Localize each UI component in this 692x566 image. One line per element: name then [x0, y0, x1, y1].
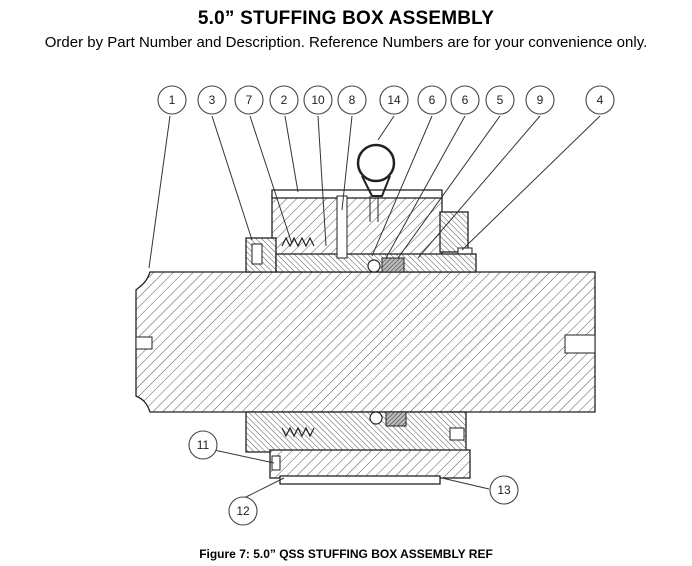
bolt-block-upper: [439, 211, 469, 253]
split-collar-upper: [271, 195, 443, 259]
callout-11: 11: [188, 430, 218, 460]
callout-5-label: 5: [497, 93, 504, 107]
callout-14: 14: [379, 85, 409, 115]
callout-6b: 6: [450, 85, 480, 115]
callout-3: 3: [197, 85, 227, 115]
callout-8: 8: [337, 85, 367, 115]
callout-1: 1: [157, 85, 187, 115]
callout-9-label: 9: [537, 93, 544, 107]
housing-lower: [245, 411, 471, 485]
callout-8-label: 8: [349, 93, 356, 107]
seal-face-upper: [381, 257, 405, 273]
callout-11-label: 11: [197, 438, 210, 452]
callout-4-label: 4: [597, 93, 604, 107]
callout-12-label: 12: [236, 504, 250, 518]
callout-3-label: 3: [209, 93, 216, 107]
callout-7-label: 7: [246, 93, 253, 107]
callout-10-label: 10: [311, 93, 325, 107]
housing-upper: [245, 189, 477, 273]
collar-top-band: [271, 189, 443, 199]
spring-lower: [281, 426, 315, 438]
figure-caption: Figure 7: 5.0” QSS STUFFING BOX ASSEMBLY…: [199, 547, 493, 561]
callout-6b-label: 6: [462, 93, 469, 107]
callout-4: 4: [585, 85, 615, 115]
shaft: [135, 271, 596, 413]
leader-lines: [148, 115, 601, 499]
page-subtitle: Order by Part Number and Description. Re…: [44, 34, 648, 51]
callout-6a-label: 6: [429, 93, 436, 107]
callout-10: 10: [303, 85, 333, 115]
split-collar-lower: [269, 449, 471, 479]
callout-13: 13: [489, 475, 519, 505]
callout-1-label: 1: [169, 93, 176, 107]
callout-12: 12: [228, 496, 258, 526]
bolt-head-lower: [449, 427, 465, 441]
page-title: 5.0” STUFFING BOX ASSEMBLY: [197, 8, 495, 29]
shaft-end-bore: [564, 334, 596, 354]
slot-upper: [369, 196, 379, 222]
callout-14-label: 14: [387, 93, 401, 107]
oring-lower: [369, 411, 383, 425]
spring-upper: [281, 236, 315, 248]
collar-bottom-band: [279, 475, 441, 485]
lifting-eye: [356, 143, 396, 197]
callout-5: 5: [485, 85, 515, 115]
shaft-center-hole: [135, 336, 153, 350]
callout-2-label: 2: [281, 93, 288, 107]
callout-9: 9: [525, 85, 555, 115]
oring-upper: [367, 259, 381, 273]
callout-7: 7: [234, 85, 264, 115]
callout-2: 2: [269, 85, 299, 115]
seal-face-lower: [385, 411, 407, 427]
callout-13-label: 13: [497, 483, 511, 497]
grease-fitting-upper: [336, 195, 348, 259]
callout-6a: 6: [417, 85, 447, 115]
set-screw-upper: [251, 243, 263, 265]
seal-carrier-lower: [245, 411, 467, 453]
